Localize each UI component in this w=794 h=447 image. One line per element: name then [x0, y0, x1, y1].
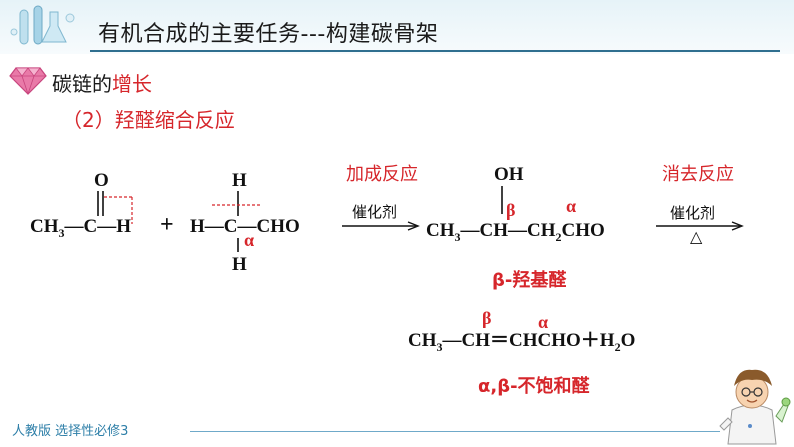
plus-sign: +: [160, 212, 174, 238]
reactant1-oxygen: O: [94, 170, 109, 191]
scientist-cartoon-icon: [719, 369, 791, 445]
step1-reagent: 催化剂: [352, 203, 397, 221]
step1-arrow-group: 加成反应 催化剂: [342, 164, 420, 231]
product-beta: β: [482, 308, 491, 328]
step2-reagent: 催化剂: [670, 204, 715, 222]
reactant-acetaldehyde: O CH3—C—H: [30, 170, 133, 240]
heat-symbol: △: [690, 229, 703, 246]
intermediate-formula: CH3—CH—CH2CHO: [426, 220, 605, 244]
intermediate-alpha: α: [566, 196, 576, 216]
reactant2-top-h: H: [232, 170, 247, 191]
step2-arrow-group: 消去反应 催化剂 △: [656, 164, 744, 246]
intermediate-beta: β: [506, 200, 515, 220]
heading-part1: 碳链的: [52, 72, 112, 96]
subsection-title: （2）羟醛缩合反应: [62, 108, 235, 132]
reactant-aldehyde-2: H H—C—CHO H α: [190, 170, 300, 275]
intermediate-oh: OH: [494, 164, 524, 185]
step2-arrowhead: [731, 221, 744, 231]
footer-line: [190, 431, 720, 432]
product-name: α,β-不饱和醛: [478, 375, 591, 397]
reactant2-alpha: α: [244, 230, 254, 250]
product-formula: CH3—CH＝CHCHO＋H2O: [408, 330, 635, 354]
page-title: 有机合成的主要任务---构建碳骨架: [98, 22, 439, 47]
reactant1-formula: CH3—C—H: [30, 216, 131, 240]
lab-glassware-logo-icon: [10, 5, 75, 45]
reactant2-formula: H—C—CHO: [190, 216, 300, 237]
section-heading-text: 碳链的增长: [52, 68, 152, 97]
title-bar: 有机合成的主要任务---构建碳骨架: [0, 0, 794, 54]
step1-label: 加成反应: [346, 164, 418, 185]
heading-part2: 增长: [112, 72, 152, 96]
product-alpha: α: [538, 312, 548, 332]
intermediate-hydroxy-aldehyde: OH β α CH3—CH—CH2CHO β-羟基醛: [426, 164, 605, 291]
product-unsaturated-aldehyde: β α CH3—CH＝CHCHO＋H2O α,β-不饱和醛: [408, 308, 635, 397]
step2-label: 消去反应: [662, 164, 734, 185]
intermediate-name: β-羟基醛: [492, 269, 567, 291]
diamond-icon: [9, 67, 47, 95]
title-underline: [90, 50, 780, 52]
reactant2-bottom-h: H: [232, 254, 247, 275]
footer-textbook: 人教版 选择性必修3: [12, 424, 129, 439]
step1-arrowhead: [407, 221, 420, 231]
